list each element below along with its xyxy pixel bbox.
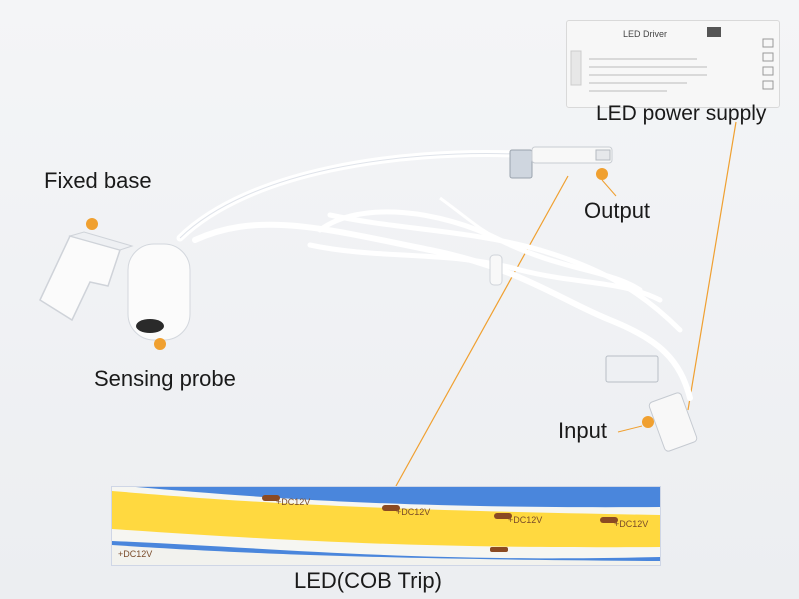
label-input: Input <box>558 418 607 443</box>
output-connector <box>531 146 613 164</box>
led-strip-panel: +DC12V +DC12V +DC12V +DC12V +DC12V <box>111 486 661 566</box>
fixed-base-marker <box>86 218 98 230</box>
driver-details <box>570 27 774 92</box>
label-led-power-supply: LED power supply <box>596 102 767 125</box>
sensing-probe-lens <box>136 319 164 333</box>
output-marker <box>596 168 608 180</box>
power-leader-line <box>687 121 737 411</box>
input-marker <box>642 416 654 428</box>
cable-coil-2 <box>307 242 663 303</box>
sensing-probe-marker <box>154 338 166 350</box>
driver-title: LED Driver <box>623 29 668 39</box>
cable-input <box>192 221 693 401</box>
label-output: Output <box>584 198 651 223</box>
strip-marking-1: +DC12V <box>276 497 311 507</box>
fixed-base-clip <box>39 235 121 322</box>
led-driver-box: LED Driver <box>566 20 780 108</box>
cable-coil-3 <box>327 212 683 333</box>
output-label-sleeve <box>509 149 533 179</box>
cable-tie <box>489 254 503 286</box>
strip-marking-3: +DC12V <box>508 515 543 525</box>
strip-marking-4: +DC12V <box>614 519 649 529</box>
label-fixed-base: Fixed base <box>44 168 152 193</box>
strip-marking-2: +DC12V <box>396 507 431 517</box>
led-strip-graphic <box>112 487 660 565</box>
label-led-strip: LED(COB Trip) <box>294 568 442 593</box>
strip-marking-5: +DC12V <box>118 549 153 559</box>
label-sensing-probe: Sensing probe <box>94 366 236 391</box>
strip-leader-line <box>395 175 569 487</box>
input-label-sleeve <box>605 355 659 383</box>
input-connector <box>648 392 698 452</box>
